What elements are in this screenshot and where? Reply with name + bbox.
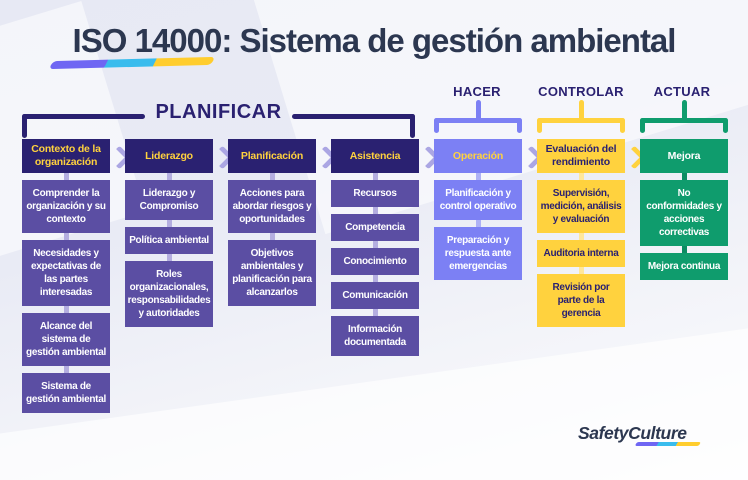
column-header: Asistencia — [331, 139, 419, 173]
column-header: Evaluación del rendimiento — [537, 139, 625, 173]
planificar-bracket: PLANIFICAR — [22, 101, 416, 138]
process-item: Comprender la organización y su contexto — [22, 180, 110, 233]
bracket-cap — [517, 118, 522, 133]
bracket-stem — [475, 100, 481, 121]
process-item: Liderazgo y Compromiso — [125, 180, 213, 220]
bracket-stem — [578, 100, 584, 121]
bracket-cap — [537, 118, 542, 133]
bracket-cap — [723, 118, 728, 133]
bracket-stem — [681, 100, 687, 121]
column-header: Planificación — [228, 139, 316, 173]
column-header: Mejora — [640, 139, 728, 173]
controlar-bracket — [537, 100, 625, 136]
process-item: Mejora continua — [640, 253, 728, 280]
page-title: ISO 14000: Sistema de gestión ambiental — [72, 22, 677, 59]
column-evaluacion: Evaluación del rendimiento Supervisión, … — [537, 139, 625, 327]
process-item: Objetivos ambientales y planificación pa… — [228, 240, 316, 306]
process-item: Conocimiento — [331, 248, 419, 275]
column-header: Operación — [434, 139, 522, 173]
process-item: Revisión por parte de la gerencia — [537, 274, 625, 327]
bracket-cap — [640, 118, 645, 133]
process-item: Preparación y respuesta ante emergencias — [434, 227, 522, 280]
phase-label-controlar: CONTROLAR — [538, 84, 624, 99]
column-header: Contexto de la organización — [22, 139, 110, 173]
column-asistencia: Asistencia Recursos Competencia Conocimi… — [331, 139, 419, 356]
process-item: Política ambiental — [125, 227, 213, 254]
bracket-bar — [537, 118, 625, 123]
hacer-bracket — [434, 100, 522, 136]
actuar-bracket — [640, 100, 728, 136]
bracket-cap — [620, 118, 625, 133]
process-item: Competencia — [331, 214, 419, 241]
column-planificacion: Planificación Acciones para abordar ries… — [228, 139, 316, 306]
column-header: Liderazgo — [125, 139, 213, 173]
bracket-bar — [434, 118, 522, 123]
logo-underline-swoosh — [634, 442, 702, 446]
column-contexto: Contexto de la organización Comprender l… — [22, 139, 110, 413]
process-item: Supervisión, medición, análisis y evalua… — [537, 180, 625, 233]
bracket-cap — [434, 118, 439, 133]
process-item: Auditoria interna — [537, 240, 625, 267]
process-item: Acciones para abordar riesgos y oportuni… — [228, 180, 316, 233]
process-item: No conformidades y acciones correctivas — [640, 180, 728, 246]
process-item: Recursos — [331, 180, 419, 207]
process-item: Alcance del sistema de gestión ambiental — [22, 313, 110, 366]
process-item: Planificación y control operativo — [434, 180, 522, 220]
phase-label-hacer: HACER — [453, 84, 501, 99]
bracket-line — [22, 114, 146, 138]
safetyculture-logo: SafetyCulture — [578, 423, 687, 443]
bracket-bar — [640, 118, 728, 123]
column-mejora: Mejora No conformidades y acciones corre… — [640, 139, 728, 280]
column-operacion: Operación Planificación y control operat… — [434, 139, 522, 280]
process-item: Comunicación — [331, 282, 419, 309]
process-item: Necesidades y expectativas de las partes… — [22, 240, 110, 306]
phase-label-planificar: PLANIFICAR — [155, 101, 282, 123]
phase-label-actuar: ACTUAR — [653, 84, 711, 99]
process-item: Sistema de gestión ambiental — [22, 373, 110, 413]
process-item: Información documentada — [331, 316, 419, 356]
process-item: Roles organizacionales, responsabilidade… — [125, 261, 213, 327]
bracket-line — [291, 114, 416, 138]
column-liderazgo: Liderazgo Liderazgo y Compromiso Polític… — [125, 139, 213, 327]
